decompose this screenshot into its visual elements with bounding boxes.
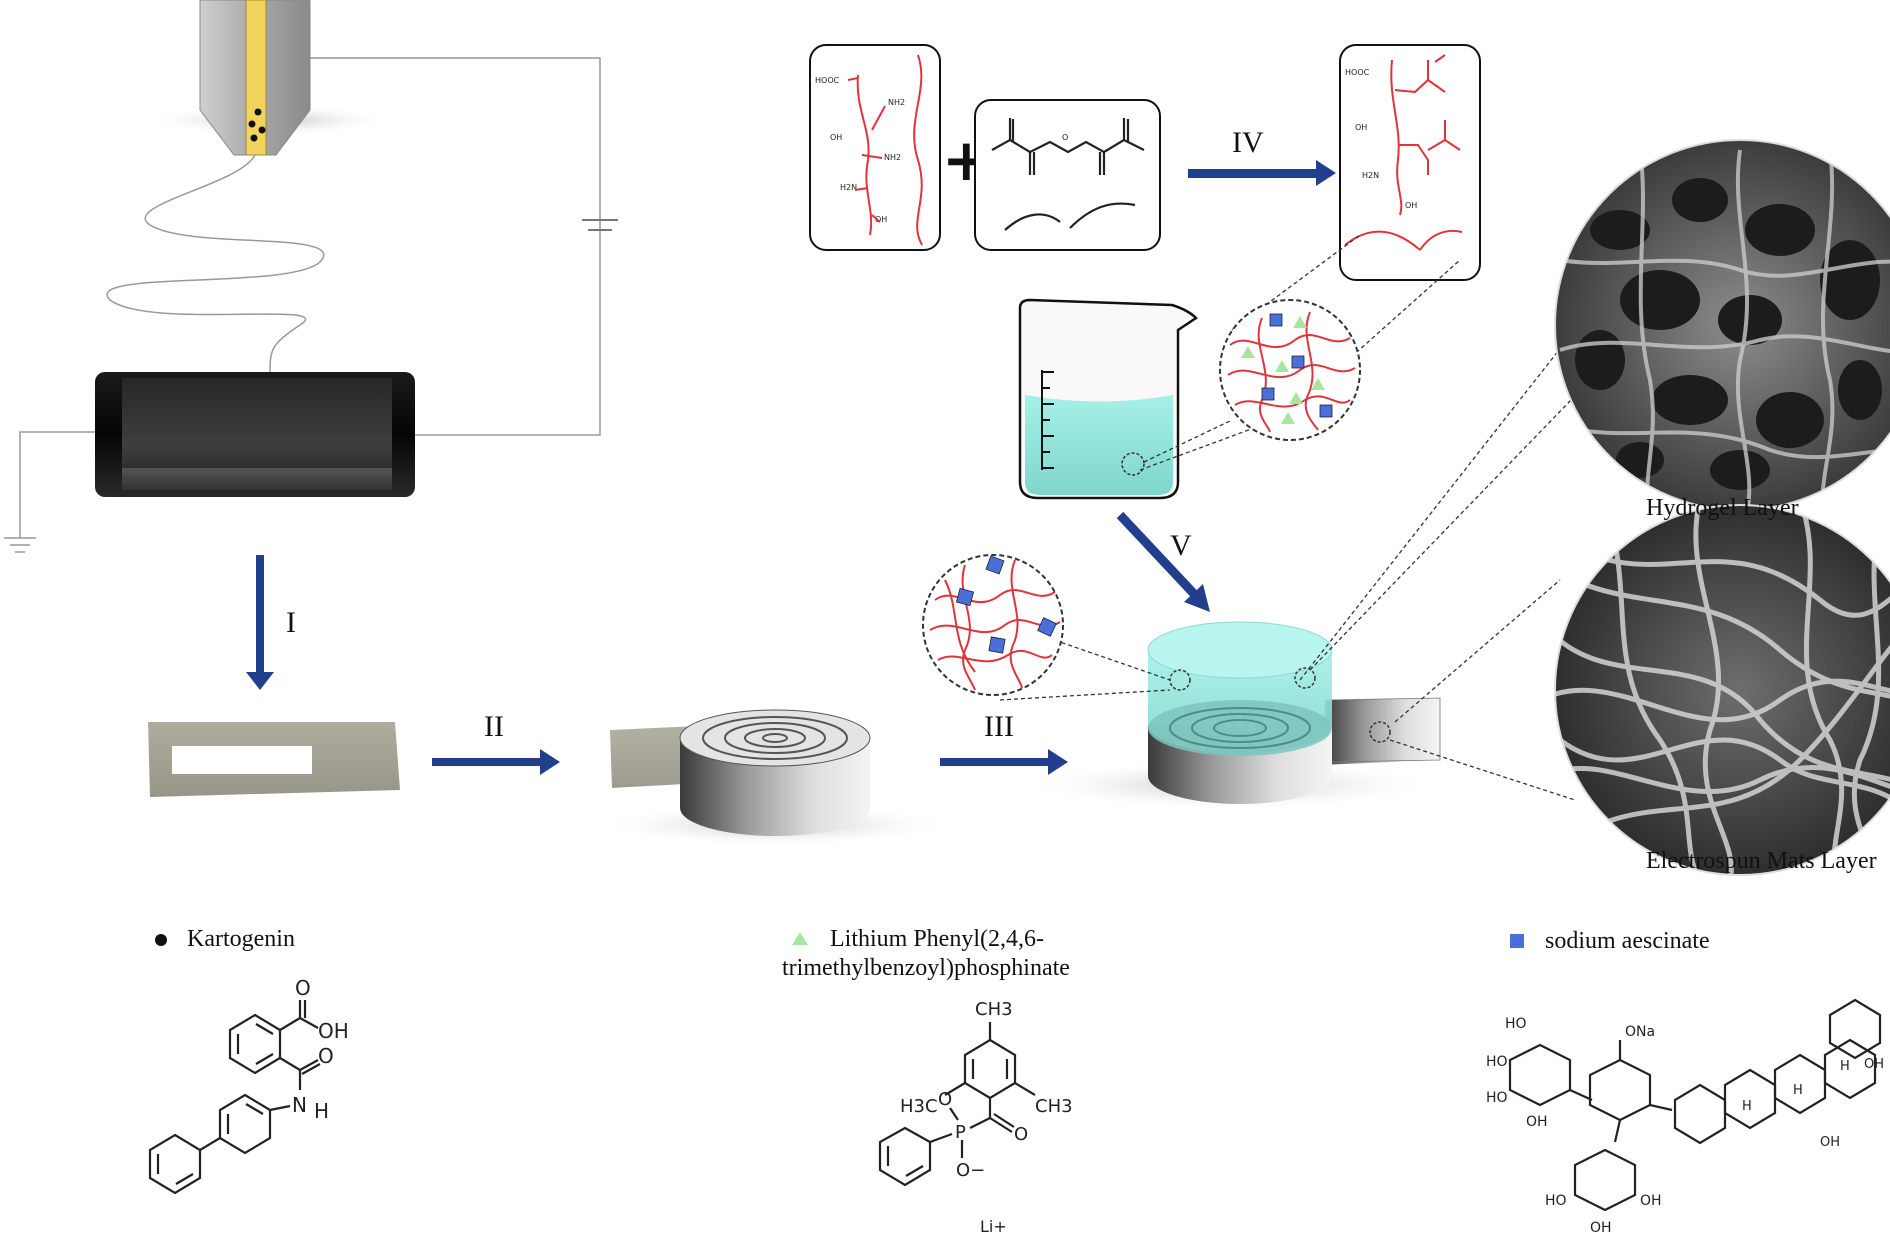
aescinate-label: sodium aescinate [1545, 928, 1710, 954]
h2n-label: H2N [840, 183, 857, 192]
esc-oh-4: OH [1590, 1220, 1612, 1236]
kgn-o-top: O [295, 976, 311, 1000]
composite-scaffold [1020, 621, 1441, 811]
lap-ch3-top: CH3 [975, 999, 1013, 1020]
lap-li: Li+ [980, 1217, 1007, 1236]
cooh-label: HOOC [815, 76, 840, 85]
aescinate-marker [1510, 934, 1524, 948]
electrospun-layer-label: Electrospun Mats Layer [1646, 848, 1877, 874]
beaker [1018, 298, 1198, 500]
oh-label-2: OH [875, 215, 887, 224]
esc-ho-3: HO [1486, 1090, 1508, 1106]
methacrylic-anhydride-panel [974, 99, 1161, 251]
legend-lap: Lithium Phenyl(2,4,6- trimethylbenzoyl)p… [782, 926, 1070, 981]
esc-oh-5: OH [1640, 1193, 1662, 1209]
polymer-jet [106, 154, 325, 376]
aescinate-structure: HO HO HO OH ONa HO OH OH H H H OH OH [1486, 998, 1884, 1236]
kgn-n: N [292, 1093, 307, 1117]
arrow-step-5 [1116, 511, 1210, 612]
nh2-label-2: NH2 [884, 153, 901, 162]
nh2-label-1: NH2 [888, 98, 905, 107]
esc-ho-2: HO [1486, 1054, 1508, 1070]
product-oh-label-1: OH [1355, 123, 1367, 132]
svg-text:O: O [1062, 133, 1068, 142]
ground-symbol [4, 537, 36, 553]
legend-sodium-aescinate: sodium aescinate [1510, 928, 1710, 954]
lap-label-line-1: Lithium Phenyl(2,4,6- [830, 926, 1044, 952]
lap-p: P [955, 1122, 966, 1143]
esc-oh-2: OH [1864, 1057, 1884, 1072]
kartogenin-structure: O OH O N H [148, 976, 349, 1195]
step-2-label: II [484, 710, 504, 743]
circuit-wire [310, 57, 601, 436]
arrow-step-2 [432, 749, 560, 775]
legend-kartogenin: Kartogenin [155, 926, 295, 952]
step-5-label: V [1170, 529, 1192, 562]
step-arrows: I II III IV V [246, 126, 1336, 775]
reactant-polymer-panel [809, 44, 941, 251]
electrospinning-setup [4, 0, 618, 553]
lap-o-bottom: O− [956, 1160, 985, 1181]
beaker-graduations [1041, 370, 1054, 470]
unrolled-mat-tail [1324, 697, 1441, 763]
hydrogel-layer-label: Hydrogel Layer [1646, 495, 1799, 521]
esc-ho-1: HO [1505, 1016, 1527, 1032]
crosslinked-network-zoom [922, 554, 1171, 701]
electrospun-mat-strip [148, 722, 400, 797]
arrow-step-4 [1188, 160, 1336, 186]
product-oh-label-2: OH [1405, 201, 1417, 210]
oh-label-1: OH [830, 133, 842, 142]
rolled-mat [595, 709, 955, 847]
kgn-o-amide: O [318, 1044, 334, 1068]
lap-o-top: O [938, 1089, 952, 1110]
arrow-step-3 [940, 749, 1068, 775]
reaction-scheme: HOOC NH2 OH NH2 H2N OH + O HOOC OH H2N O… [809, 44, 1481, 281]
step-3-label: III [984, 710, 1014, 743]
esc-h-3: H [1840, 1059, 1850, 1074]
esc-oh-3: OH [1820, 1135, 1840, 1150]
spinneret-needle [145, 0, 395, 156]
kgn-oh: OH [318, 1019, 349, 1043]
kartogenin-label: Kartogenin [187, 926, 295, 952]
kgn-h: H [314, 1099, 329, 1123]
step-4-label: IV [1232, 126, 1264, 159]
electrospun-sem-image [1389, 504, 1890, 876]
kartogenin-marker [155, 934, 167, 946]
esc-ona: ONa [1625, 1024, 1655, 1040]
step-1-label: I [286, 606, 296, 639]
esc-h-1: H [1742, 1099, 1752, 1114]
lap-marker [792, 932, 808, 945]
arrow-step-1 [246, 555, 274, 690]
esc-h-2: H [1793, 1083, 1803, 1098]
lap-o-carbonyl: O [1014, 1124, 1028, 1145]
esc-ho-4: HO [1545, 1193, 1567, 1209]
battery-symbol [582, 219, 618, 231]
drum-collector [95, 372, 415, 497]
hydrogel-network-zoom [1139, 234, 1461, 471]
lap-h3c: H3C [900, 1096, 938, 1117]
esc-oh-1: OH [1526, 1114, 1548, 1130]
lap-structure: CH3 CH3 H3C O P O O− Li+ [878, 999, 1073, 1236]
lap-label-line-2: trimethylbenzoyl)phosphinate [782, 955, 1070, 981]
product-cooh-label: HOOC [1345, 68, 1370, 77]
ground-wire [19, 431, 95, 538]
lap-ch3-right: CH3 [1035, 1096, 1073, 1117]
product-h2n-label: H2N [1362, 171, 1379, 180]
methacrylated-product-panel [1339, 44, 1481, 281]
